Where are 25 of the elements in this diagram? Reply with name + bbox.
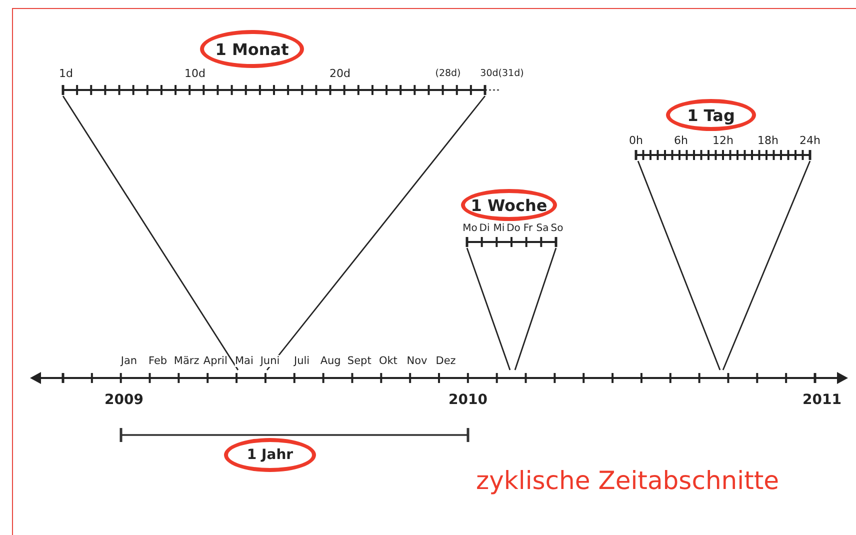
zoom-line (266, 96, 486, 370)
zoom-line (466, 248, 511, 370)
tick-label: März (174, 355, 200, 368)
zoom-line (62, 96, 239, 370)
circled-heading: 1 Jahr (224, 438, 316, 472)
zoom-line (514, 248, 557, 370)
tick-label: Mo (462, 223, 478, 234)
tick-label: (28d) (435, 69, 461, 80)
caption: zyklische Zeitabschnitte (476, 466, 780, 495)
circled-heading: 1 Monat (200, 30, 304, 68)
tick-label: So (550, 223, 564, 234)
tick-label: Juni (260, 355, 280, 368)
tick-label: Okt (378, 355, 398, 368)
tick-label: 30d(31d) (480, 69, 524, 80)
tick-label: Mai (234, 355, 254, 368)
tick-label: Sa (536, 223, 549, 234)
tick-label: Juli (294, 355, 310, 368)
tick-label: Nov (406, 355, 428, 368)
zoom-line (637, 160, 721, 370)
tick-label: Dez (436, 355, 456, 368)
zoom-line (722, 160, 811, 370)
circled-heading: 1 Tag (666, 99, 756, 131)
tick-label: Feb (148, 355, 168, 368)
tick-label: Do (506, 223, 520, 234)
tick-label: April (203, 355, 228, 368)
